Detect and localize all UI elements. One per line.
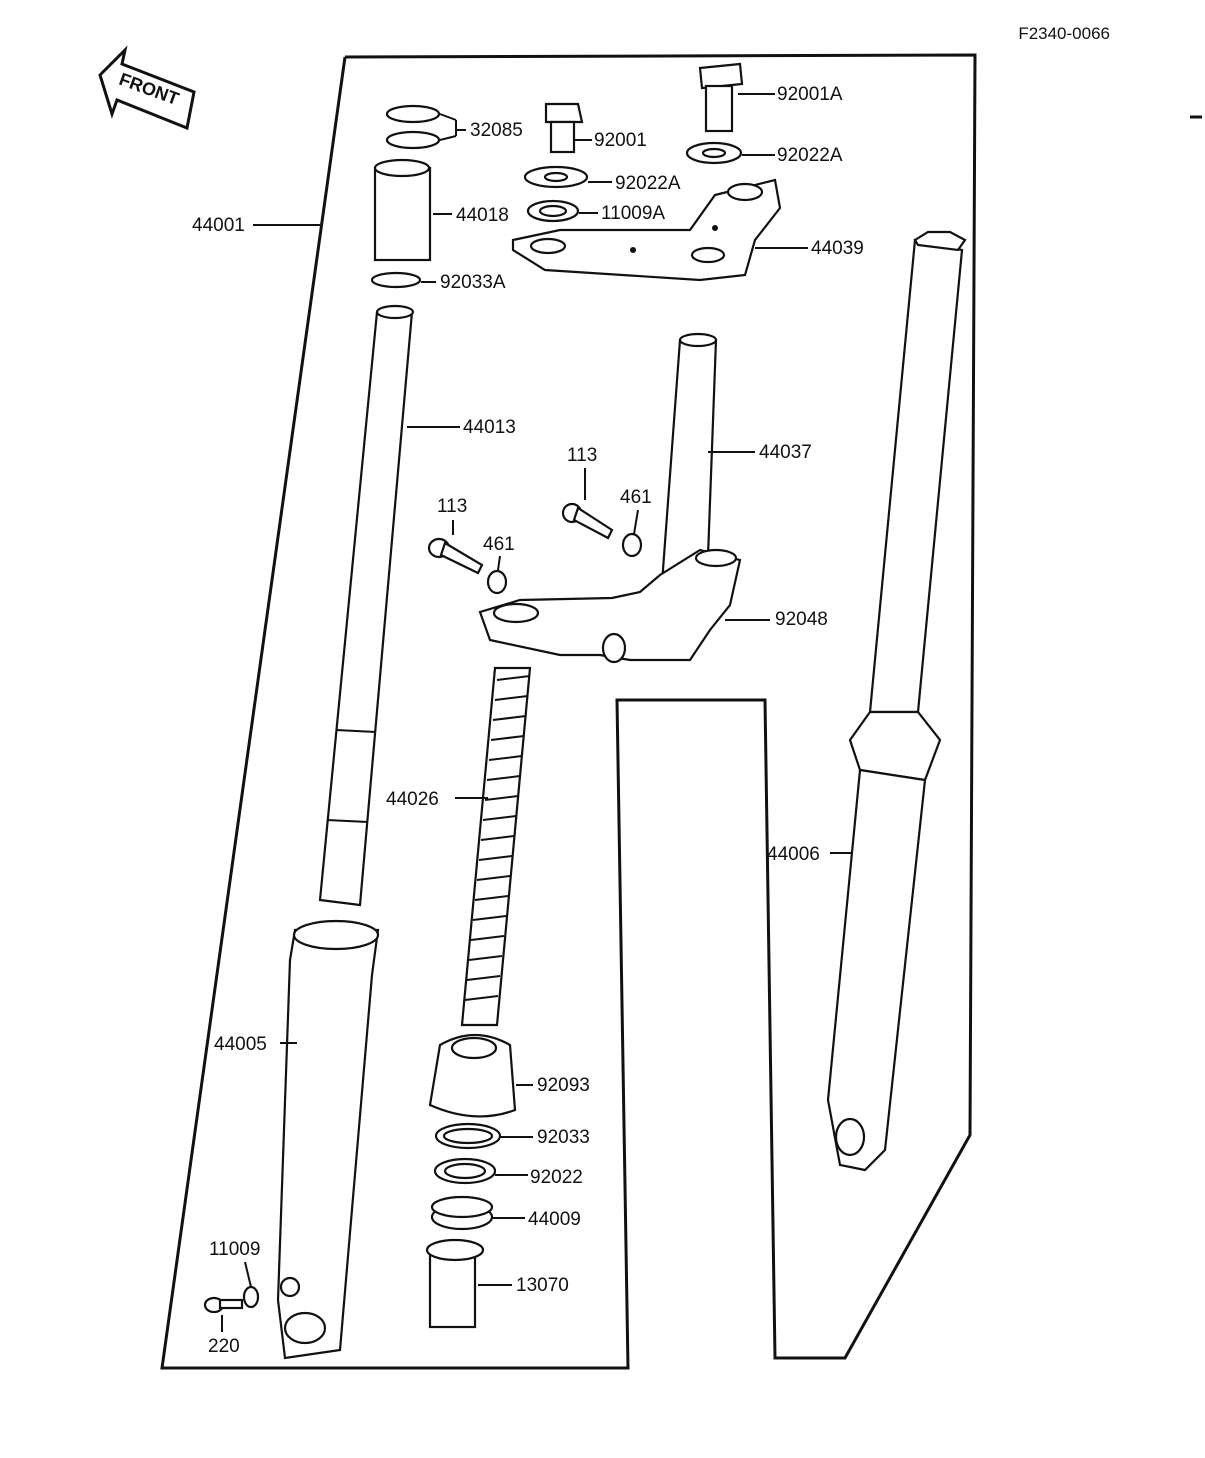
label-11009: 11009 [209, 1239, 261, 1260]
label-113-a: 113 [567, 445, 598, 466]
collar-44018 [373, 166, 432, 262]
label-92022A-left: 92022A [615, 173, 681, 194]
label-13070: 13070 [516, 1275, 569, 1296]
diagram-boundary [160, 53, 977, 1370]
bolt-113-b-icon [427, 537, 484, 575]
label-92033A: 92033A [440, 272, 506, 293]
cap-92093-icon [428, 1034, 517, 1118]
label-113-b: 113 [437, 496, 468, 517]
label-220: 220 [208, 1336, 240, 1357]
label-44037: 44037 [759, 442, 812, 463]
label-92093: 92093 [537, 1075, 590, 1096]
front-arrow-icon [98, 45, 196, 131]
label-11009A: 11009A [601, 203, 666, 224]
bolt-92001-icon [544, 102, 584, 154]
label-44039: 44039 [811, 238, 864, 259]
o-ring-lower [385, 130, 441, 150]
diagram-code: F2340-0066 [1018, 24, 1110, 43]
label-92001: 92001 [594, 130, 647, 151]
label-92022: 92022 [530, 1167, 583, 1188]
label-44013: 44013 [463, 417, 516, 438]
label-44006: 44006 [767, 844, 820, 865]
fork-assembly-right-icon [826, 230, 967, 1172]
label-44018: 44018 [456, 205, 509, 226]
bracket-92048 [478, 548, 742, 662]
label-32085: 32085 [470, 120, 523, 141]
bolt-113-a-icon [561, 502, 614, 540]
o-ring-upper [385, 104, 441, 124]
label-44001: 44001 [192, 215, 245, 236]
inner-tube-44013 [318, 310, 414, 907]
label-44009: 44009 [528, 1209, 581, 1230]
label-44026: 44026 [386, 789, 439, 810]
label-461-b: 461 [483, 534, 515, 555]
label-92033: 92033 [537, 1127, 590, 1148]
label-92048: 92048 [775, 609, 828, 630]
bolt-92001A-icon [698, 62, 744, 133]
label-44005: 44005 [214, 1034, 267, 1055]
bolt-220-icon [203, 1296, 244, 1314]
label-92022A-right: 92022A [777, 145, 843, 166]
spring-44026-icon [460, 666, 532, 1027]
label-461-a: 461 [620, 487, 652, 508]
label-92001A: 92001A [777, 84, 843, 105]
